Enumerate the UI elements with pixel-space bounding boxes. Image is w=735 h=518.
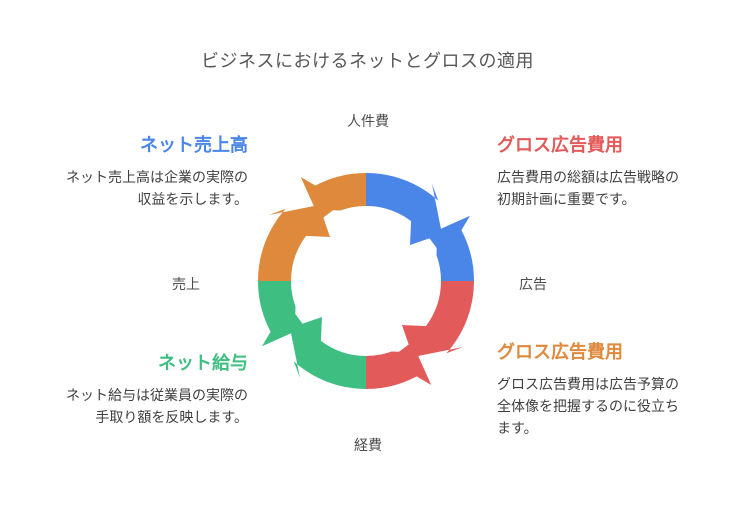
body-line: 手取り額を反映します。 [95, 409, 248, 425]
body-line: 広告費用の総額は広告戦略の [497, 169, 679, 185]
callout-gross-ad-cost-bottom-heading: グロス広告費用 [497, 342, 623, 362]
arc-arrow-green [290, 317, 366, 390]
callout-net-salary-heading: ネット給与 [158, 353, 248, 373]
arc-notch-green [257, 281, 305, 347]
body-line: ます。 [497, 420, 538, 436]
axis-label-advertising: 広告 [519, 276, 547, 292]
body-line: 全体像を把握するのに役立ち [497, 398, 679, 414]
body-line: ネット売上高は企業の実際の [66, 169, 248, 185]
arc-arrow-red [402, 281, 475, 357]
callout-gross-ad-cost-top: グロス広告費用 広告費用の総額は広告戦略の 初期計画に重要です。 [497, 133, 725, 210]
callout-net-salary-body: ネット給与は従業員の実際の 手取り額を反映します。 [18, 384, 248, 428]
body-line: 初期計画に重要です。 [497, 191, 636, 207]
page-title: ビジネスにおけるネットとグロスの適用 [201, 51, 534, 71]
callout-net-salary: ネット給与 ネット給与は従業員の実際の 手取り額を反映します。 [18, 351, 248, 428]
arc-notch-blue [427, 215, 475, 281]
callout-net-sales-heading: ネット売上高 [140, 135, 248, 155]
arc-arrow-orange [257, 205, 330, 281]
callout-gross-ad-cost-bottom: グロス広告費用 グロス広告費用は広告予算の 全体像を把握するのに役立ち ます。 [497, 340, 725, 439]
arc-segment-bottom-left [257, 281, 366, 390]
body-line: グロス広告費用は広告予算の [497, 376, 679, 392]
axis-label-sales: 売上 [172, 276, 200, 292]
body-line: ネット給与は従業員の実際の [66, 387, 248, 403]
cycle-arrows-diagram [257, 172, 475, 390]
callout-gross-ad-cost-bottom-body: グロス広告費用は広告予算の 全体像を把握するのに役立ち ます。 [497, 373, 725, 439]
axis-label-personnel-cost: 人件費 [347, 113, 389, 129]
arc-segment-bottom-right [366, 281, 475, 390]
callout-gross-ad-cost-top-body: 広告費用の総額は広告戦略の 初期計画に重要です。 [497, 166, 725, 210]
arc-notch-red [366, 342, 432, 390]
axis-label-expenses: 経費 [354, 437, 382, 453]
arc-arrow-blue [366, 172, 442, 245]
arc-notch-orange [300, 172, 366, 220]
callout-gross-ad-cost-top-heading: グロス広告費用 [497, 135, 623, 155]
arc-segment-top-left [257, 172, 366, 281]
arc-segment-top-right [366, 172, 475, 281]
body-line: 収益を示します。 [137, 191, 248, 207]
callout-net-sales: ネット売上高 ネット売上高は企業の実際の 収益を示します。 [18, 133, 248, 210]
callout-net-sales-body: ネット売上高は企業の実際の 収益を示します。 [18, 166, 248, 210]
